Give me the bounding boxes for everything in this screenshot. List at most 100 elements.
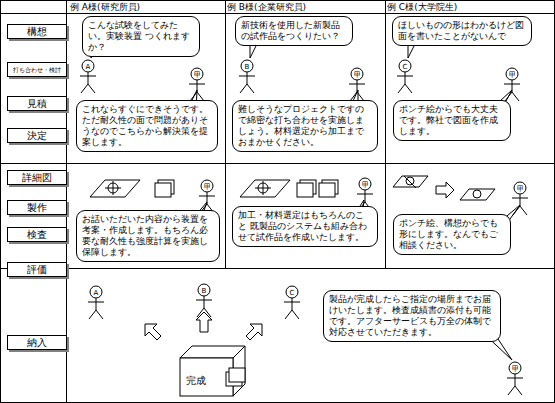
- column-header: 例 B様(企業研究員): [227, 2, 306, 12]
- bubble-tails: [91, 34, 520, 360]
- block-arrow: [436, 182, 454, 198]
- figure-head: [286, 286, 298, 298]
- column-header: 例 C様(大学院生): [387, 2, 457, 12]
- node-text: 製作: [8, 201, 66, 214]
- node-text: こんな試験をしてみたい。実験装置 つくれますか？: [88, 20, 194, 53]
- speech-bubble: ほしいものの形はわかるけど図面を書いたことがないんで: [392, 16, 532, 46]
- part-hole: [473, 190, 481, 198]
- stick-figure: [80, 60, 96, 93]
- figure-body: [292, 298, 293, 310]
- node-text: 打ち合わせ・検討: [8, 63, 66, 76]
- grid-line: [0, 13, 555, 14]
- node-text: 構想: [8, 25, 66, 38]
- product-crate: 完成: [180, 358, 233, 388]
- figure-letter: 甲: [351, 70, 363, 80]
- node-text: 加工・材料選定はもちろんのこと 既製品のシステムも組み合わせて試作品を作成いたし…: [238, 210, 372, 243]
- speech-bubble: 加工・材料選定はもちろんのこと 既製品のシステムも組み合わせて試作品を作成いたし…: [232, 206, 378, 247]
- figure-body: [357, 80, 358, 92]
- part-sketches: [90, 176, 495, 200]
- stick-figure: [189, 68, 205, 101]
- speech-bubble: これならすぐにできそうです。ただ耐久性の面で問題がありそうなのでこちらから解決策…: [76, 100, 218, 152]
- process-step-box: 納入: [7, 335, 67, 350]
- figure-legs: [81, 84, 95, 93]
- speech-bubble: お話いただいた内容から装置を考案・作成します。もちろん必要な耐久性も強度計算を実…: [76, 210, 220, 262]
- node-text: 製品が完成したらご指定の場所までお届けいたします。検査成績書の添付も可能です。ア…: [329, 294, 495, 338]
- stick-figure: [196, 284, 212, 317]
- figure-legs: [240, 84, 254, 93]
- node-text: 完成: [186, 374, 233, 388]
- figure-legs: [285, 310, 299, 319]
- speech-bubble: こんな試験をしてみたい。実験装置 つくれますか？: [82, 16, 200, 57]
- figure-body: [515, 374, 516, 386]
- figure-legs: [89, 310, 103, 319]
- figure-body: [405, 72, 406, 84]
- process-step-box: 見積: [7, 96, 67, 111]
- node-text: 見積: [8, 97, 66, 110]
- figure-body: [88, 72, 89, 84]
- figure-body: [197, 80, 198, 92]
- figure-letter: B: [198, 286, 210, 296]
- document-stack: [319, 183, 335, 197]
- node-text: ポンチ絵、構想からでも形にします。なんでもご相談ください。: [399, 218, 505, 251]
- block-arrow: [145, 324, 161, 340]
- process-step-box: 評価: [7, 262, 67, 277]
- speech-bubble: 難しそうなプロジェクトですので綿密な打ち合わせを実施しましょう。材料選定から加工…: [232, 100, 378, 152]
- figure-arms: [88, 302, 104, 303]
- figure-arms: [284, 302, 300, 303]
- column-header: 例 A様(研究所員): [70, 2, 140, 12]
- grid-line: [225, 0, 226, 268]
- figure-head: [241, 60, 253, 72]
- figure-head: [514, 182, 526, 194]
- figure-letter: B: [241, 62, 253, 72]
- figure-arms: [512, 198, 528, 199]
- process-step-box: 打ち合わせ・検討: [7, 62, 67, 77]
- stick-figures: [80, 60, 528, 395]
- rough-sketch: [393, 176, 428, 187]
- document-tag: [229, 368, 245, 382]
- part-plate: [240, 180, 290, 197]
- process-step-box: 決定: [7, 128, 67, 143]
- figure-letter: 甲: [514, 184, 526, 194]
- node-text: 納入: [8, 336, 66, 349]
- figure-body: [96, 298, 97, 310]
- node-text: 評価: [8, 263, 66, 276]
- figure-letter: 甲: [201, 182, 213, 192]
- figure-arms: [199, 196, 215, 197]
- part-plate: [460, 189, 495, 200]
- figure-legs: [398, 84, 412, 93]
- stick-figure: [504, 68, 520, 101]
- figure-arms: [189, 84, 205, 85]
- figure-arms: [196, 300, 212, 301]
- center-line: [263, 181, 264, 195]
- speech-bubble: 新技術を使用した新製品の試作品をつくりたい？: [235, 16, 353, 46]
- stick-figure: [199, 180, 215, 213]
- document-stack: [155, 183, 171, 197]
- figure-arms: [504, 84, 520, 85]
- figure-letter: 甲: [359, 180, 371, 190]
- speech-bubble: 製品が完成したらご指定の場所までお届けいたします。検査成績書の添付も可能です。ア…: [323, 290, 501, 342]
- figure-head: [82, 60, 94, 72]
- figure-letter: 甲: [506, 70, 518, 80]
- figure-head: [399, 60, 411, 72]
- stick-figure: [512, 182, 528, 215]
- figure-letter: C: [286, 288, 298, 298]
- stick-figure: [397, 60, 413, 93]
- figure-head: [201, 180, 213, 192]
- figure-legs: [197, 308, 211, 317]
- figure-head: [198, 284, 210, 296]
- figure-body: [247, 72, 248, 84]
- figure-letter: A: [90, 288, 102, 298]
- part-plate: [90, 180, 140, 197]
- figure-letter: 甲: [509, 364, 521, 374]
- figure-body: [512, 80, 513, 92]
- process-step-box: 構想: [7, 24, 67, 39]
- crate-front: [180, 358, 233, 396]
- sketch-stroke: [404, 176, 416, 188]
- figure-body: [520, 194, 521, 206]
- stick-figure: [239, 60, 255, 93]
- stick-figure: [349, 68, 365, 101]
- node-text: 詳細図: [8, 171, 66, 184]
- node-text: これならすぐにできそうです。ただ耐久性の面で問題がありそうなのでこちらから解決策…: [82, 104, 212, 148]
- node-text: 検査: [8, 228, 66, 241]
